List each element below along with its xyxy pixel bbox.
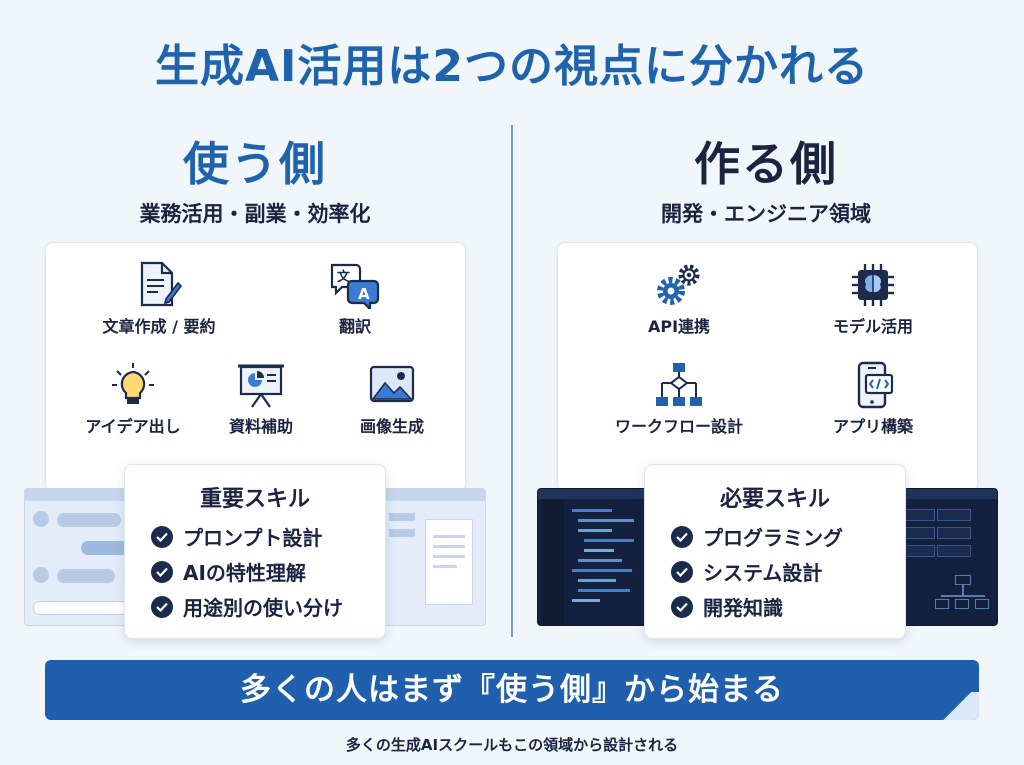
skill-item: AIの特性理解 <box>151 554 385 589</box>
item-translate: 文 A 翻訳 <box>280 261 430 337</box>
skills-title: 重要スキル <box>199 487 310 512</box>
important-skills-box: 重要スキル プロンプト設計 AIの特性理解 用途別の使い分け <box>124 464 386 639</box>
mobile-code-icon <box>857 361 894 409</box>
check-icon <box>671 560 693 583</box>
item-label: モデル活用 <box>832 317 913 336</box>
page-curl-decoration <box>935 692 979 720</box>
skill-label: 用途別の使い分け <box>183 596 343 620</box>
lightbulb-icon <box>112 363 154 404</box>
svg-text:文: 文 <box>337 269 351 285</box>
item-label: アプリ構築 <box>832 417 913 436</box>
item-label: アイデア出し <box>85 417 181 436</box>
presentation-board-icon <box>238 364 284 408</box>
check-icon <box>671 525 693 548</box>
left-card: 文章作成 / 要約 文 A 翻訳 アイデア出し <box>45 242 466 492</box>
right-heading: 作る側 <box>694 137 838 191</box>
chat-window-illustration <box>24 488 136 626</box>
check-icon <box>671 595 693 618</box>
document-window-illustration <box>376 488 486 626</box>
item-writing: 文章作成 / 要約 <box>84 261 234 337</box>
required-skills-box: 必要スキル プログラミング システム設計 開発知識 <box>644 464 906 639</box>
server-diagram-illustration <box>888 488 998 626</box>
item-label: 翻訳 <box>338 317 371 336</box>
skill-item: 開発知識 <box>671 589 905 624</box>
brain-chip-icon <box>852 264 894 306</box>
check-icon <box>151 595 173 618</box>
item-api: API連携 <box>604 261 754 337</box>
skill-label: 開発知識 <box>703 596 783 620</box>
skill-item: プログラミング <box>671 519 905 554</box>
check-icon <box>151 525 173 548</box>
item-label: API連携 <box>647 317 711 336</box>
item-workflow: ワークフロー設計 <box>604 361 754 437</box>
item-label: 資料補助 <box>228 417 293 436</box>
item-materials: 資料補助 <box>186 361 336 437</box>
item-app: アプリ構築 <box>798 361 948 437</box>
footer-note: 多くの生成AIスクールもこの領域から設計される <box>345 736 679 754</box>
gears-icon <box>657 264 700 305</box>
item-label: 文章作成 / 要約 <box>102 317 216 336</box>
svg-text:A: A <box>358 285 370 303</box>
document-pen-icon <box>140 261 182 307</box>
center-divider <box>511 125 513 637</box>
left-subheading: 業務活用・副業・効率化 <box>139 202 371 226</box>
left-heading: 使う側 <box>183 137 327 191</box>
flowchart-icon <box>656 363 702 406</box>
skill-label: システム設計 <box>703 561 823 585</box>
skills-title: 必要スキル <box>719 487 830 512</box>
item-label: ワークフロー設計 <box>614 417 743 436</box>
item-model: モデル活用 <box>798 261 948 337</box>
skill-item: システム設計 <box>671 554 905 589</box>
skill-label: プログラミング <box>703 526 843 550</box>
code-editor-illustration <box>537 488 652 626</box>
banner-text: 多くの人はまず『使う側』から始まる <box>240 672 784 708</box>
item-image-gen: 画像生成 <box>317 361 467 437</box>
right-card: API連携 モデル活用 <box>557 242 978 492</box>
item-label: 画像生成 <box>359 417 424 436</box>
skill-item: プロンプト設計 <box>151 519 385 554</box>
page-title: 生成AI活用は2つの視点に分かれる <box>154 41 870 92</box>
item-ideas: アイデア出し <box>58 361 208 437</box>
check-icon <box>151 560 173 583</box>
image-icon <box>369 365 415 403</box>
translate-icon: 文 A <box>330 263 380 309</box>
skill-label: プロンプト設計 <box>183 526 323 550</box>
skill-label: AIの特性理解 <box>183 561 306 585</box>
conclusion-banner: 多くの人はまず『使う側』から始まる <box>45 660 979 720</box>
skill-item: 用途別の使い分け <box>151 589 385 624</box>
right-subheading: 開発・エンジニア領域 <box>661 202 871 226</box>
